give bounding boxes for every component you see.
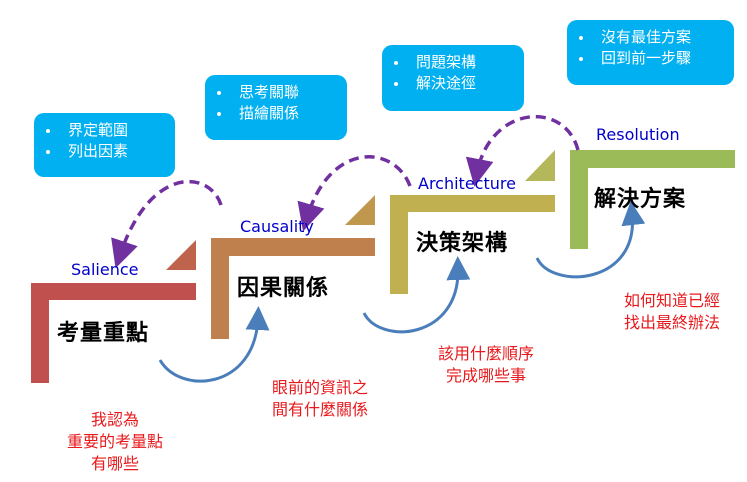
- question-line: 找出最終辦法: [623, 313, 720, 332]
- bullet-icon: [394, 81, 398, 86]
- bullet-text: 回到前一步驟: [601, 49, 692, 67]
- back-arrow-resolution-to-architecture: [465, 114, 580, 187]
- question-line: 有哪些: [90, 454, 139, 473]
- bullet-text: 解決途徑: [416, 74, 477, 92]
- stage-title-resolution: 解決方案: [594, 187, 687, 212]
- stage-label-architecture: Architecture: [418, 174, 516, 193]
- step-salience: [31, 283, 196, 383]
- question-architecture: 該用什麼順序 完成哪些事: [426, 343, 546, 387]
- bullet-icon: [46, 128, 50, 133]
- question-line: 重要的考量點: [66, 432, 163, 451]
- stage-label-salience: Salience: [71, 260, 139, 279]
- stage-title-architecture: 決策架構: [416, 231, 509, 256]
- forward-arrow-causality-to-architecture: [362, 256, 471, 334]
- step-bracket: [570, 150, 735, 249]
- step-architecture: [390, 195, 555, 294]
- bullet-icon: [217, 90, 221, 95]
- question-line: 間有什麼關係: [271, 400, 368, 419]
- bullet-text: 問題架構: [416, 53, 477, 71]
- step-triangle: [166, 240, 196, 270]
- forward-arrow-salience-to-causality: [158, 306, 270, 383]
- forward-arrow-architecture-to-resolution: [535, 201, 646, 279]
- bullet-text: 思考關聯: [239, 83, 300, 101]
- stage-title-causality: 因果關係: [237, 276, 330, 301]
- step-resolution: [570, 150, 735, 249]
- bubble-resolution: 沒有最佳方案 回到前一步驟: [567, 20, 734, 85]
- question-resolution: 如何知道已經 找出最終辦法: [612, 290, 732, 334]
- question-causality: 眼前的資訊之 間有什麼關係: [255, 377, 385, 421]
- question-line: 如何知道已經: [623, 291, 720, 310]
- back-arrow-architecture-to-causality: [297, 155, 412, 232]
- step-triangle: [525, 150, 555, 181]
- bubble-salience: 界定範圍 列出因素: [34, 113, 175, 177]
- bullet-icon: [394, 60, 398, 65]
- question-line: 我認為: [90, 410, 139, 429]
- bullet-icon: [579, 35, 583, 40]
- step-causality: [211, 238, 375, 339]
- bullet-icon: [217, 111, 221, 116]
- step-bracket: [31, 283, 196, 383]
- bullet-text: 列出因素: [68, 142, 129, 160]
- back-arrow-causality-to-salience: [111, 179, 223, 269]
- step-bracket: [390, 195, 555, 294]
- bullet-icon: [579, 56, 583, 61]
- bullet-text: 界定範圍: [68, 121, 129, 139]
- step-triangle: [345, 195, 375, 225]
- stage-label-resolution: Resolution: [596, 125, 680, 144]
- bubble-architecture: 問題架構 解決途徑: [382, 45, 524, 111]
- stage-label-causality: Causality: [240, 217, 314, 236]
- bullet-icon: [46, 149, 50, 154]
- bullet-text: 沒有最佳方案: [601, 28, 692, 46]
- bullet-text: 描繪關係: [239, 104, 300, 122]
- question-line: 該用什麼順序: [437, 344, 534, 363]
- bubble-causality: 思考關聯 描繪關係: [205, 75, 347, 140]
- question-salience: 我認為 重要的考量點 有哪些: [55, 409, 175, 475]
- question-line: 眼前的資訊之: [271, 378, 368, 397]
- step-bracket: [211, 238, 375, 339]
- question-line: 完成哪些事: [445, 366, 526, 385]
- stage-title-salience: 考量重點: [57, 321, 150, 346]
